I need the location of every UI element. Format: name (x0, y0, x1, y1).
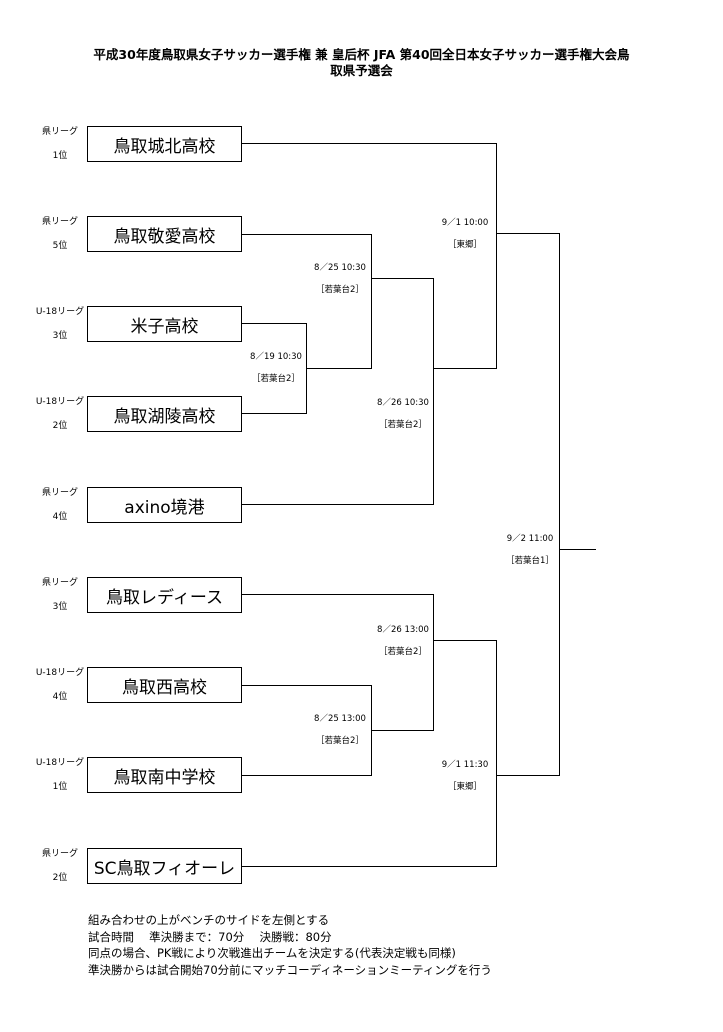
match-time: 8／26 13:00 (377, 625, 429, 635)
bracket-line (242, 866, 496, 867)
qual-rank: 5位 (52, 241, 68, 251)
team-box: 米子高校 (87, 306, 242, 342)
team-box: 鳥取レディース (87, 577, 242, 613)
qual-league: U-18リーグ (35, 758, 85, 768)
team-4-qualification: U-18リーグ 2位 (30, 396, 90, 432)
bracket-line (371, 730, 433, 731)
bracket-line (496, 143, 497, 369)
match-info-final: 9／2 11:00 ［若葉台1］ (485, 534, 575, 567)
bracket-line (242, 143, 496, 144)
qual-league: U-18リーグ (35, 668, 85, 678)
team-box: 鳥取湖陵高校 (87, 396, 242, 432)
bracket-line (559, 549, 596, 550)
team-6-qualification: 県リーグ 3位 (30, 577, 90, 613)
bracket-line (242, 413, 306, 414)
qual-league: U-18リーグ (35, 397, 85, 407)
team-box: 鳥取敬愛高校 (87, 216, 242, 252)
qual-league: 県リーグ (41, 849, 78, 859)
match-info: 9／1 11:30 ［東郷］ (420, 760, 510, 793)
match-info: 8／19 10:30 ［若葉台2］ (231, 352, 321, 385)
qual-rank: 1位 (52, 151, 68, 161)
match-venue: ［東郷］ (447, 240, 482, 250)
bracket-line (242, 504, 433, 505)
match-time: 8／25 13:00 (314, 714, 366, 724)
match-venue: ［若葉台1］ (506, 556, 554, 566)
match-venue: ［若葉台2］ (316, 736, 364, 746)
team-3-qualification: U-18リーグ 3位 (30, 306, 90, 342)
bracket-line (433, 278, 434, 505)
bracket-line (242, 685, 371, 686)
match-venue: ［若葉台2］ (316, 285, 364, 295)
note-line: 試合時間 準決勝まで：70分 決勝戦：80分 (88, 929, 332, 944)
qual-rank: 3位 (52, 602, 68, 612)
match-venue: ［若葉台2］ (379, 420, 427, 430)
qual-rank: 2位 (52, 873, 68, 883)
match-time: 9／1 11:30 (441, 760, 489, 770)
match-info: 8／25 13:00 ［若葉台2］ (295, 714, 385, 747)
bracket-line (242, 234, 371, 235)
bracket-line (496, 233, 559, 234)
bracket-line (242, 323, 306, 324)
team-box: 鳥取城北高校 (87, 126, 242, 162)
qual-league: 県リーグ (41, 217, 78, 227)
qual-league: U-18リーグ (35, 307, 85, 317)
match-time: 8／25 10:30 (314, 263, 366, 273)
team-box: axino境港 (87, 487, 242, 523)
team-box: 鳥取西高校 (87, 667, 242, 703)
qual-rank: 4位 (52, 692, 68, 702)
match-venue: ［若葉台2］ (252, 374, 300, 384)
bracket-line (371, 234, 372, 369)
page-title-line2: 取県予選会 (330, 63, 393, 78)
match-info: 8／25 10:30 ［若葉台2］ (295, 263, 385, 296)
note-line: 組み合わせの上がベンチのサイドを左側とする (88, 913, 330, 927)
qual-rank: 4位 (52, 512, 68, 522)
note-line: 準決勝からは試合開始70分前にマッチコーディネーションミーティングを行う (88, 962, 492, 977)
qual-rank: 2位 (52, 421, 68, 431)
team-8-qualification: U-18リーグ 1位 (30, 757, 90, 793)
bracket-line (433, 640, 496, 641)
note-line: 同点の場合、PK戦により次戦進出チームを決定する(代表決定戦も同様) (88, 946, 456, 960)
qual-league: 県リーグ (41, 578, 78, 588)
match-venue: ［東郷］ (447, 782, 482, 792)
team-5-qualification: 県リーグ 4位 (30, 487, 90, 523)
team-box: SC鳥取フィオーレ (87, 848, 242, 884)
notes: 組み合わせの上がベンチのサイドを左側とする 試合時間 準決勝まで：70分 決勝戦… (88, 912, 492, 978)
team-2-qualification: 県リーグ 5位 (30, 216, 90, 252)
bracket-line (433, 368, 496, 369)
qual-rank: 3位 (52, 331, 68, 341)
team-box: 鳥取南中学校 (87, 757, 242, 793)
bracket-line (496, 775, 559, 776)
bracket-line (559, 233, 560, 776)
page-title-line1: 平成30年度鳥取県女子サッカー選手権 兼 皇后杯 JFA 第40回全日本女子サッ… (93, 47, 630, 62)
match-time: 8／26 10:30 (377, 398, 429, 408)
bracket-line (242, 594, 433, 595)
match-info: 8／26 10:30 ［若葉台2］ (358, 398, 448, 431)
match-info: 8／26 13:00 ［若葉台2］ (358, 625, 448, 658)
bracket-line (306, 368, 371, 369)
match-time: 9／2 11:00 (506, 534, 554, 544)
qual-league: 県リーグ (41, 488, 78, 498)
team-7-qualification: U-18リーグ 4位 (30, 667, 90, 703)
match-info: 9／1 10:00 ［東郷］ (420, 218, 510, 251)
team-1-qualification: 県リーグ 1位 (30, 126, 90, 162)
team-9-qualification: 県リーグ 2位 (30, 848, 90, 884)
match-time: 9／1 10:00 (441, 218, 489, 228)
bracket-line (433, 594, 434, 731)
bracket-line (242, 775, 371, 776)
match-venue: ［若葉台2］ (379, 647, 427, 657)
bracket-line (496, 640, 497, 867)
qual-rank: 1位 (52, 782, 68, 792)
match-time: 8／19 10:30 (250, 352, 302, 362)
qual-league: 県リーグ (41, 127, 78, 137)
bracket-line (371, 278, 433, 279)
